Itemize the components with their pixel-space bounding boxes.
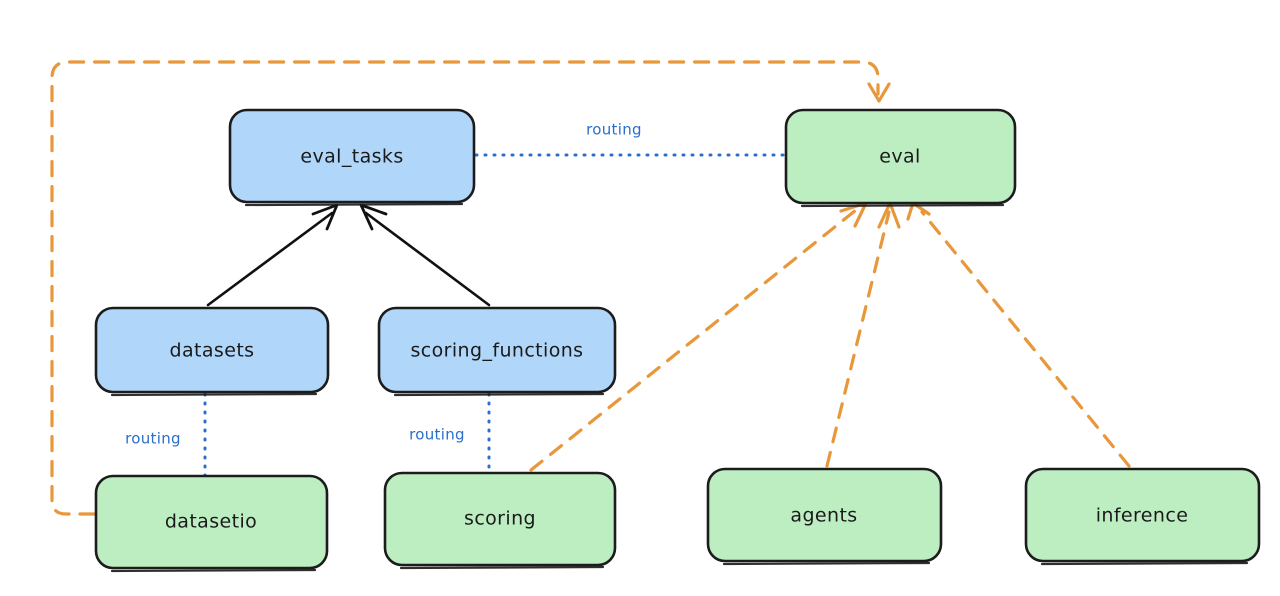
node-scoring-functions-shadow (393, 392, 605, 397)
node-eval-tasks-box (228, 108, 476, 204)
node-scoring[interactable]: scoring (383, 471, 617, 570)
node-inference-box (1024, 467, 1261, 563)
node-eval-tasks[interactable]: eval_tasks (228, 108, 476, 207)
node-datasetio-label: datasetio (165, 511, 257, 533)
node-datasetio-box (94, 474, 329, 570)
edge-scoring-functions-eval-tasks-line (364, 211, 491, 307)
node-scoring-functions-box (377, 306, 617, 394)
node-inference[interactable]: inference (1024, 467, 1261, 566)
edge-scoring-eval-line (529, 208, 858, 472)
node-datasetio[interactable]: datasetio (94, 474, 329, 573)
edge-datasetio-eval-arrowhead (867, 82, 891, 103)
edge-datasets-eval-tasks-line (206, 211, 334, 307)
node-datasets-box (94, 306, 330, 394)
edge-label-layer: routing routing routing (125, 121, 642, 448)
node-inference-shadow (1040, 561, 1249, 566)
node-agents-shadow (722, 561, 931, 566)
node-datasets-label: datasets (170, 340, 255, 362)
node-datasets-shadow (110, 392, 318, 397)
edge-inference-eval-line (920, 210, 1131, 468)
node-scoring-functions-label: scoring_functions (411, 340, 584, 362)
node-eval-label: eval (879, 146, 920, 168)
edge-scoring-functions-eval-tasks (359, 203, 491, 307)
node-scoring-label: scoring (464, 508, 536, 530)
node-inference-label: inference (1096, 505, 1189, 527)
edge-datasetio-eval (50, 60, 891, 516)
edge-datasets-eval-tasks (206, 203, 339, 307)
node-layer: eval_tasks eval datasets scoring_functio… (94, 108, 1261, 573)
node-agents-box (706, 467, 943, 563)
node-scoring-functions[interactable]: scoring_functions (377, 306, 617, 397)
edge-inference-eval (906, 201, 1131, 468)
node-eval-tasks-shadow (244, 202, 464, 207)
node-eval-shadow (800, 203, 1005, 208)
edge-agents-eval (825, 201, 901, 468)
node-datasetio-shadow (110, 568, 317, 573)
edge-label-routing-datasets: routing (125, 430, 181, 448)
edge-agents-eval-line (825, 210, 891, 468)
edge-label-routing-scoring-functions: routing (409, 426, 465, 444)
edge-datasetio-eval-line (50, 60, 880, 516)
node-eval-box (784, 108, 1017, 205)
node-scoring-shadow (399, 565, 605, 570)
node-eval[interactable]: eval (784, 108, 1017, 208)
edge-label-routing-eval-tasks: routing (586, 121, 642, 139)
node-agents[interactable]: agents (706, 467, 943, 566)
edge-layer (50, 60, 1131, 516)
node-datasets[interactable]: datasets (94, 306, 330, 397)
node-eval-tasks-label: eval_tasks (300, 146, 403, 168)
node-agents-label: agents (790, 505, 857, 527)
node-scoring-box (383, 471, 617, 567)
